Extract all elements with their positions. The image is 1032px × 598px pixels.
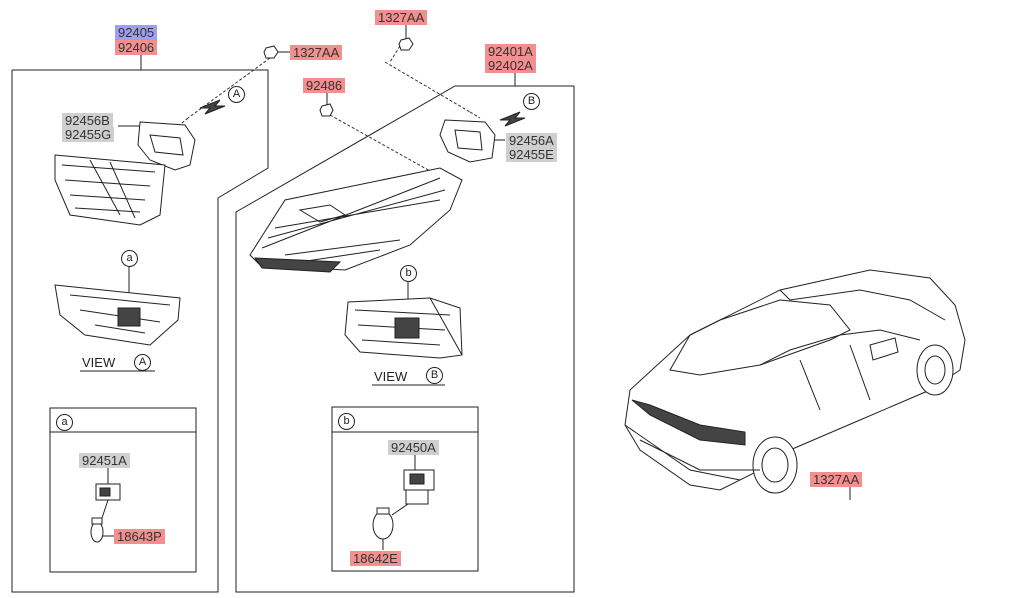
gasket-left [137, 121, 196, 171]
clip-92486 [319, 103, 334, 117]
part-label-92451A[interactable]: 92451A [79, 453, 130, 468]
marker-b-lamp: b [400, 265, 417, 282]
part-label-92405[interactable]: 92405 [115, 25, 158, 40]
part-label-92402A[interactable]: 92402A [485, 58, 536, 73]
bulb-18642E [372, 510, 394, 540]
inset-b-box [331, 406, 479, 572]
nut-1327AA-top [398, 37, 414, 51]
bulb-18643P [90, 521, 104, 543]
marker-b-inset: b [338, 413, 355, 430]
view-b-caption: VIEW [374, 369, 408, 384]
part-label-1327AA-top[interactable]: 1327AA [375, 10, 428, 25]
part-label-92456B[interactable]: 92456B [62, 113, 113, 128]
marker-A-top: A [228, 86, 245, 103]
marker-B-view: B [426, 367, 443, 384]
part-label-92486[interactable]: 92486 [303, 78, 346, 93]
part-label-1327AA-left[interactable]: 1327AA [290, 45, 343, 60]
right-assembly-frame [235, 85, 575, 593]
inner-lamp [54, 154, 166, 226]
part-label-92401A[interactable]: 92401A [485, 44, 536, 59]
part-label-92455E[interactable]: 92455E [506, 147, 557, 162]
view-b-arrow [499, 111, 526, 127]
nut-1327AA-left [263, 45, 279, 59]
part-label-92455G[interactable]: 92455G [62, 127, 115, 142]
view-a-caption: VIEW [82, 355, 116, 370]
outer-lamp [249, 167, 463, 271]
part-label-92450A[interactable]: 92450A [388, 440, 439, 455]
part-label-18642E[interactable]: 18642E [350, 551, 401, 566]
part-label-18643P[interactable]: 18643P [114, 529, 165, 544]
view-a-arrow [199, 99, 226, 115]
marker-a-inset: a [56, 414, 73, 431]
part-label-92406[interactable]: 92406 [115, 40, 158, 55]
marker-A-view: A [134, 354, 151, 371]
left-assembly-frame [11, 69, 269, 593]
marker-a-lamp: a [121, 250, 138, 267]
gasket-right [439, 119, 496, 163]
part-label-1327AA-car[interactable]: 1327AA [810, 472, 863, 487]
part-label-92456A[interactable]: 92456A [506, 133, 557, 148]
inset-a-box [49, 407, 197, 573]
marker-B-top: B [523, 93, 540, 110]
car-illustration [624, 269, 966, 494]
